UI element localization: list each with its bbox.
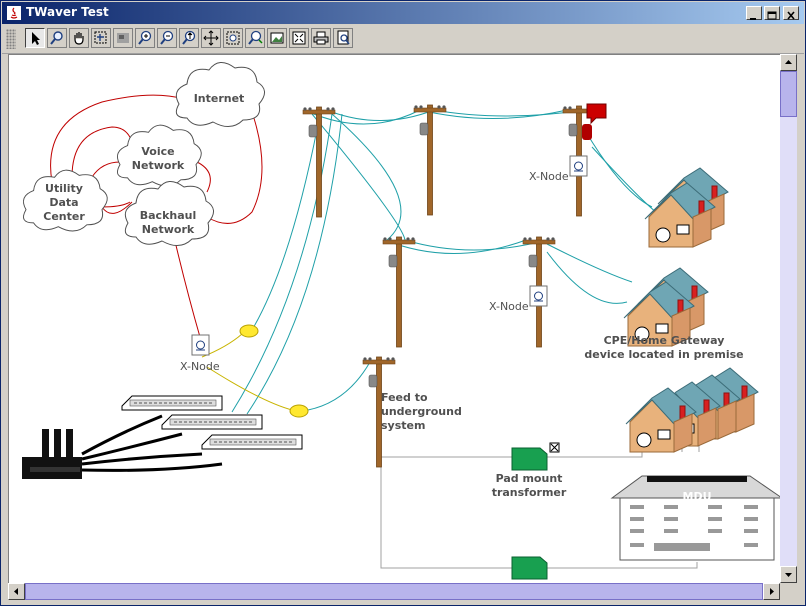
magnifier-icon [50,31,63,45]
fit-window-icon [292,31,306,45]
x-node-label: X-Node [529,170,569,183]
internet-label: Internet [193,92,245,105]
x-node-device[interactable] [191,334,210,356]
horizontal-scroll-thumb[interactable] [25,583,763,600]
arrow-down-icon [785,573,792,577]
x-node-device[interactable] [569,155,588,177]
backhaul-network-label: Backhaul Network [139,209,197,236]
cpe-label: CPE/Home Gateway device located in premi… [584,334,744,361]
minimize-button[interactable] [746,6,762,20]
title-bar[interactable]: TWaver Test [2,2,804,24]
minimize-icon [750,18,756,20]
utility-pole[interactable] [413,104,447,216]
pad-mount-transformer[interactable] [511,556,548,580]
toolbar [2,25,804,54]
utility-data-center-label: Utility Data Center [43,182,85,223]
splice-node[interactable] [239,324,259,338]
scroll-right-button[interactable] [763,583,780,600]
select-tool-button[interactable] [25,28,45,48]
vertical-scrollbar[interactable] [780,54,797,600]
marquee-icon [94,31,107,44]
pad-mount-label: Pad mount transformer [491,472,567,499]
network-diagram [22,61,781,580]
zoom-actual-icon [226,31,240,45]
power-plant-icon[interactable] [22,429,82,479]
arrow-left-icon [14,588,18,595]
horizontal-scrollbar[interactable] [8,583,780,600]
scroll-left-button[interactable] [8,583,25,600]
hand-icon [74,32,84,45]
fit-window-button[interactable] [289,28,309,48]
network-switch[interactable] [201,434,303,450]
arrow-pointer-icon [32,32,40,45]
scrollbar-corner [780,583,797,600]
zoom-in-button[interactable] [135,28,155,48]
zoom-out-icon [160,30,174,45]
zoom-reset-button[interactable] [179,28,199,48]
zoom-in-icon [138,30,152,45]
maximize-button[interactable] [764,6,780,20]
scroll-up-button[interactable] [780,54,797,71]
splice-node[interactable] [289,404,309,418]
network-canvas[interactable]: Internet Voice Network Utility Data Cent… [8,54,782,585]
zoom-reset-icon [182,30,196,45]
alarm-flag-icon[interactable] [582,103,607,140]
x-node-label: X-Node [180,360,220,373]
marquee-zoom-button[interactable] [91,28,111,48]
pan-tool-button[interactable] [69,28,89,48]
print-preview-button[interactable] [333,28,353,48]
zoom-fit-icon [203,30,219,46]
image-icon [270,32,284,44]
toolbar-grip[interactable] [6,29,16,49]
mdu-label: MDU [682,490,712,503]
close-button[interactable] [783,6,799,20]
pad-mount-transformer[interactable] [511,442,560,471]
utility-pole[interactable] [382,236,416,348]
voice-network-label: Voice Network [131,145,185,172]
scroll-down-button[interactable] [780,566,797,583]
java-icon [7,6,21,20]
maximize-icon [767,11,777,20]
power-feed-lines [81,414,223,472]
house-group-top[interactable] [644,167,729,248]
overview-button[interactable] [113,28,133,48]
mdu-building[interactable] [610,475,781,561]
zoom-layer-icon [248,30,263,45]
zoom-fit-button[interactable] [201,28,221,48]
feed-label: Feed to underground system [381,391,462,432]
vertical-scroll-thumb[interactable] [780,71,797,117]
fiber-links [231,109,663,415]
export-image-button[interactable] [267,28,287,48]
zoom-layer-button[interactable] [245,28,265,48]
network-switch[interactable] [121,395,223,411]
window-title: TWaver Test [26,5,109,19]
arrow-up-icon [785,60,792,64]
print-button[interactable] [311,28,331,48]
wan-links [50,94,263,338]
house-group-bottom[interactable] [625,367,759,453]
zoom-actual-button[interactable] [223,28,243,48]
close-icon [787,11,795,20]
arrow-right-icon [770,588,774,595]
overview-icon [117,33,129,43]
x-node-label: X-Node [489,300,529,313]
network-switch[interactable] [161,414,263,430]
zoom-tool-button[interactable] [47,28,67,48]
print-preview-icon [337,30,350,45]
zoom-out-button[interactable] [157,28,177,48]
x-node-device[interactable] [529,285,548,307]
printer-icon [313,31,329,45]
